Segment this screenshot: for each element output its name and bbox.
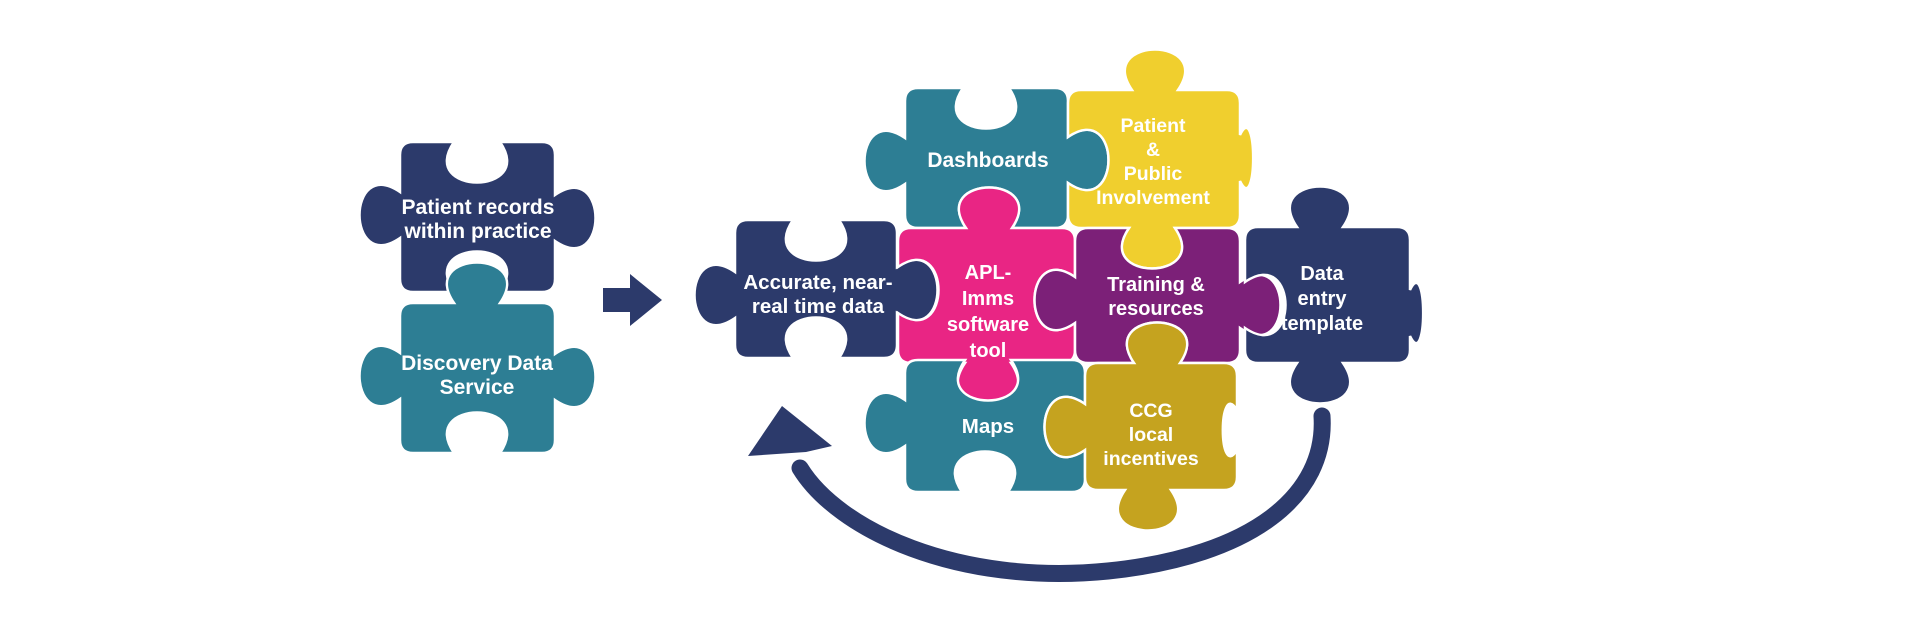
arrows-layer (603, 274, 1331, 582)
puzzle-piece-training-resources: Training &resources (1033, 226, 1282, 365)
cycle-arrow-icon (748, 406, 1331, 582)
puzzle-piece-accurate-data: Accurate, near-real time data (693, 218, 939, 360)
discovery-data-service-shape (358, 261, 597, 455)
maps-shape (863, 358, 1087, 494)
cycle-arrow-head (748, 406, 832, 456)
accurate-data-label: Accurate, near-real time data (743, 271, 892, 318)
ccg-local-incentives-shape (1043, 321, 1239, 532)
accurate-data-shape (693, 218, 939, 360)
data-entry-template-shape (1243, 185, 1425, 405)
training-resources-label: Training &resources (1107, 274, 1205, 320)
patient-records-shape (358, 140, 597, 294)
maps-label: Maps (962, 415, 1014, 438)
dashboards-label: Dashboards (927, 149, 1048, 172)
cycle-arrow-curve (791, 407, 1331, 582)
flow-arrow-icon (603, 274, 662, 326)
puzzle-piece-maps: Maps (863, 358, 1087, 494)
